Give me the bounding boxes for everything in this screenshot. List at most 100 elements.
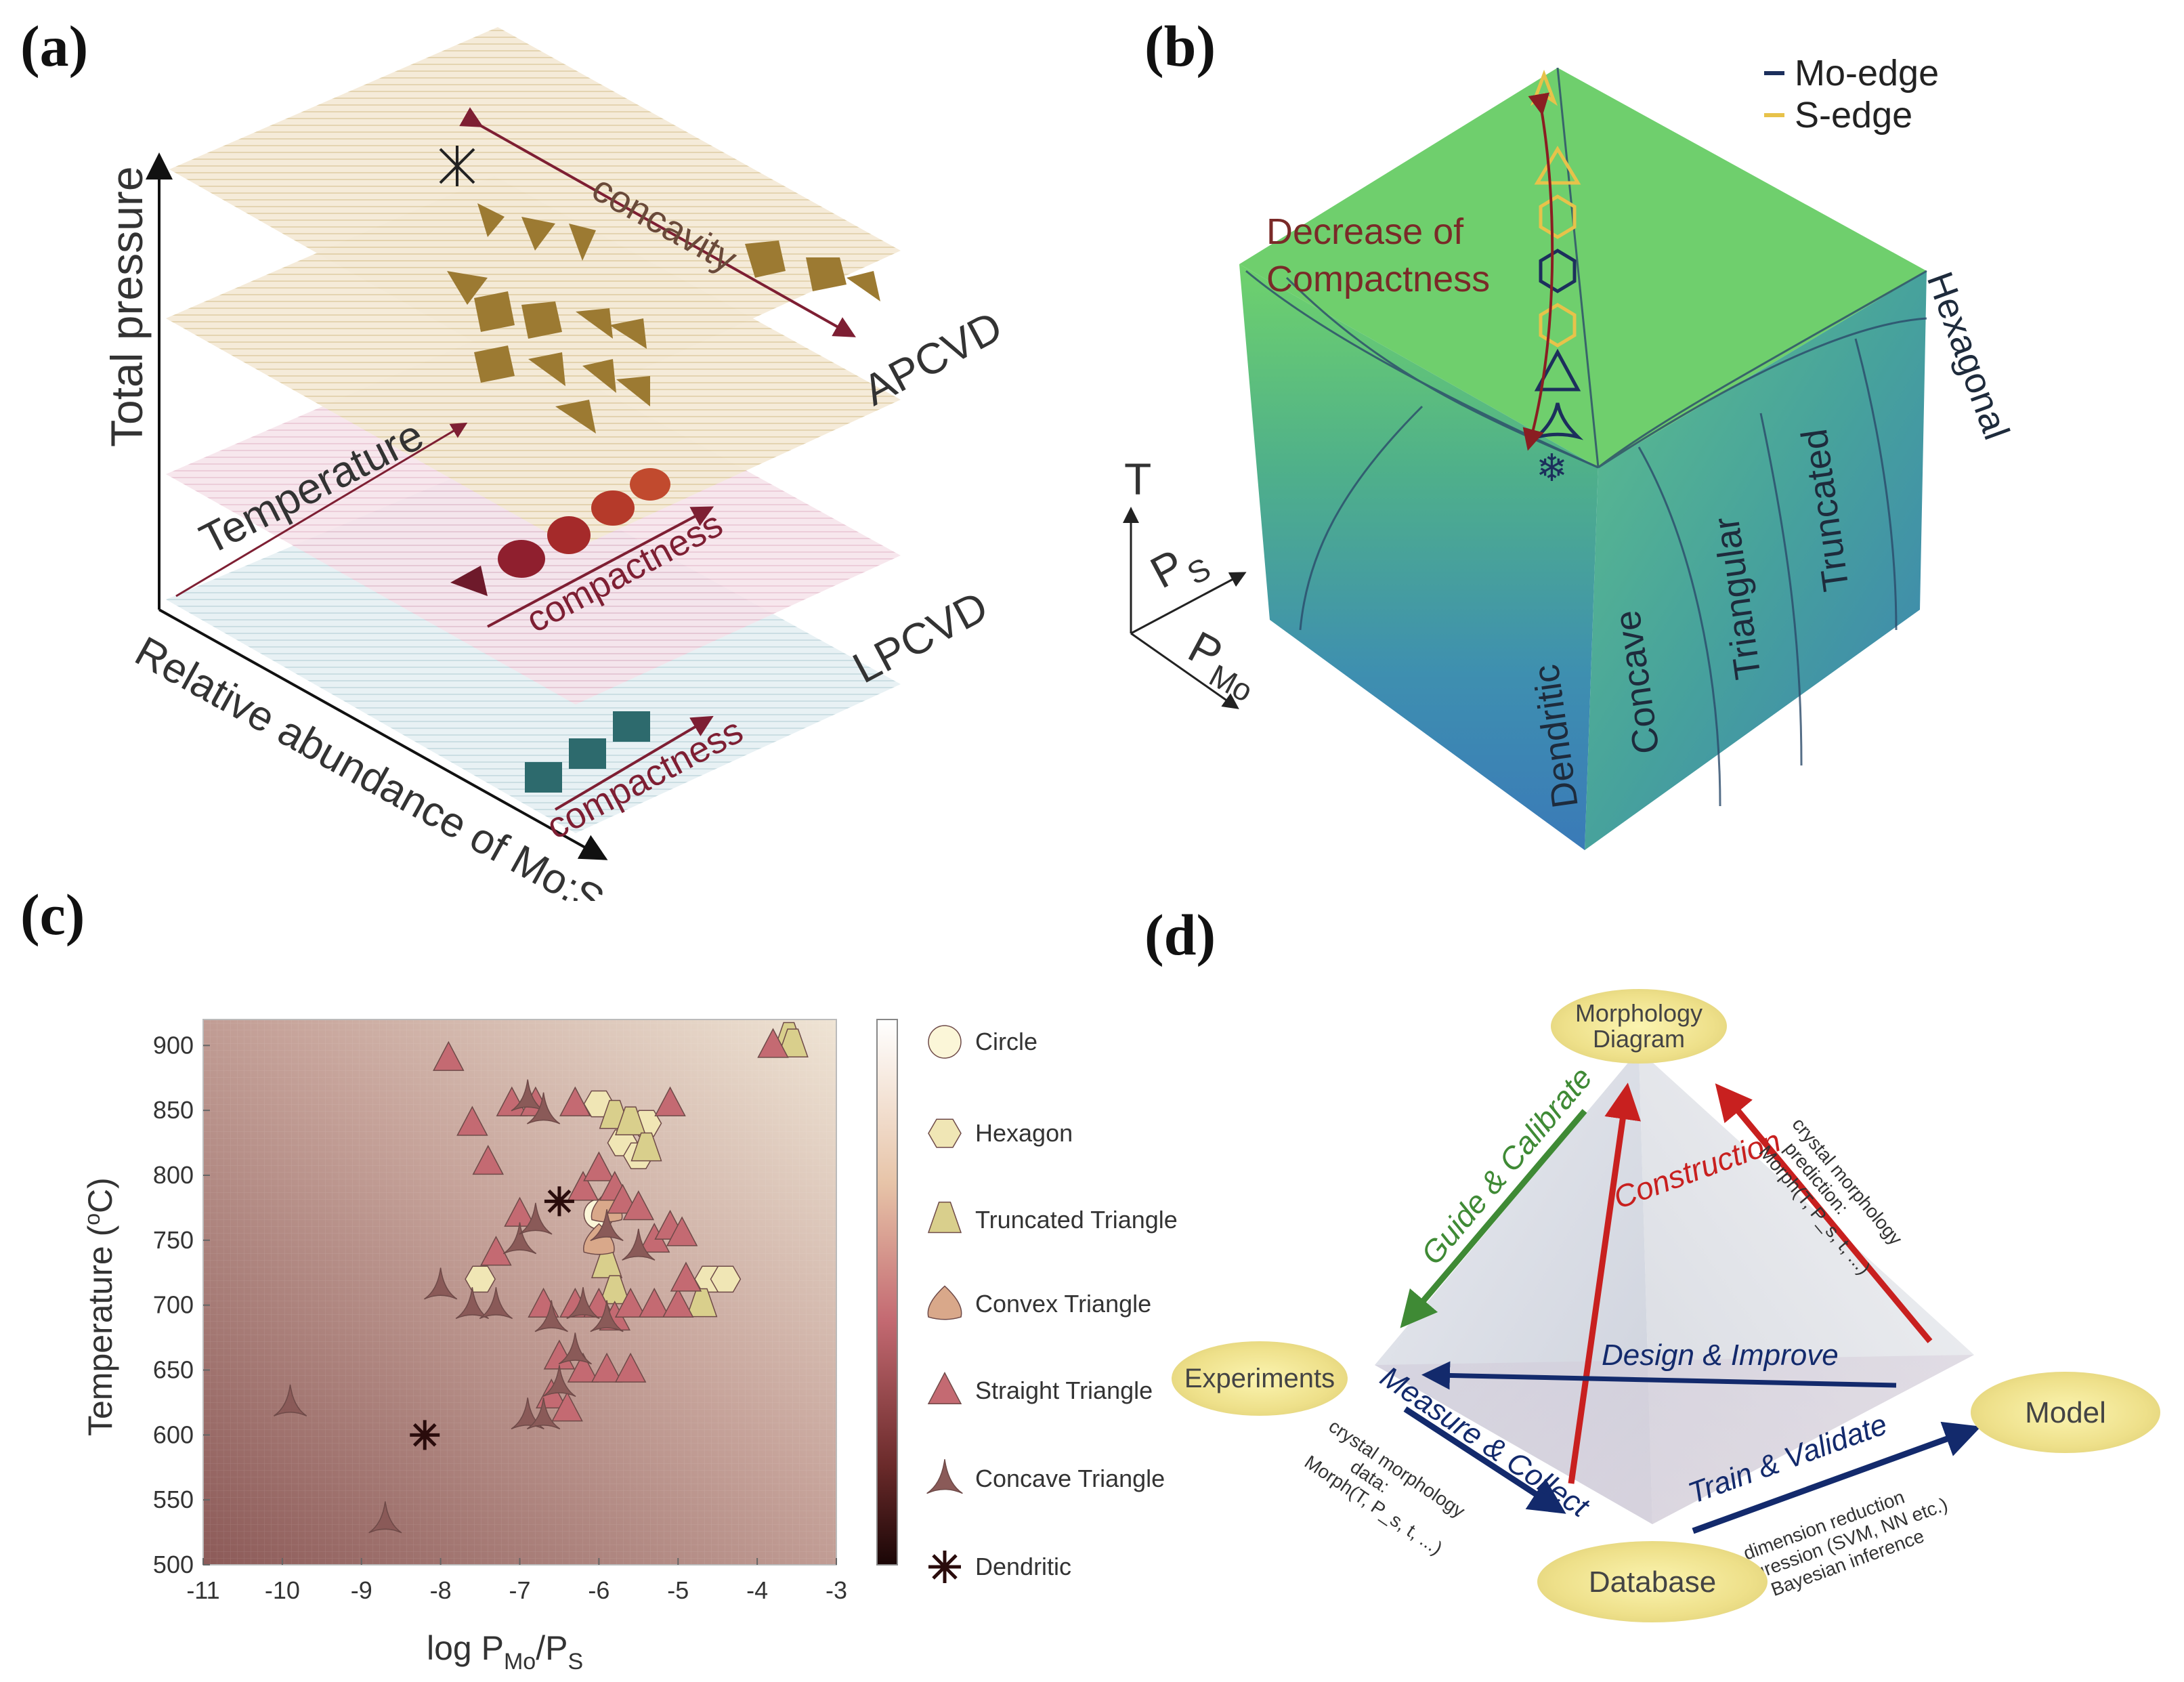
- measure-collect-arrow: [1403, 1406, 1566, 1514]
- data-point-concave-triangle: [534, 1300, 568, 1332]
- crystal-cluster-lpcvd: [525, 711, 650, 793]
- data-point-concave-triangle: [455, 1287, 489, 1320]
- design-improve-arrow: [1421, 1361, 1897, 1390]
- data-point-truncated-triangle: [686, 1288, 718, 1318]
- data-point-triangle: [433, 1040, 465, 1071]
- node-experiments: Experiments: [1172, 1341, 1348, 1416]
- x-tick-label: -5: [667, 1576, 689, 1604]
- x-tick-group: -11-10-9-8-7-6-5-4-3: [186, 1558, 847, 1604]
- x-tick-label: -3: [826, 1576, 847, 1604]
- data-point-triangle: [614, 1287, 647, 1318]
- legend-label: Convex Triangle: [975, 1290, 1151, 1318]
- x-axis-label: log PMo/PS: [427, 1629, 583, 1675]
- data-point-triangle: [559, 1086, 591, 1116]
- data-point-triangle: [666, 1216, 698, 1246]
- panel-label-b: (b): [1144, 14, 1216, 79]
- train-validate-arrow: [1692, 1421, 1982, 1534]
- compactness-low-arrow: [554, 715, 714, 811]
- cube-left-face: [1239, 264, 1598, 850]
- data-point-dendritic: [410, 1420, 440, 1450]
- x-tick-label: -10: [265, 1576, 300, 1604]
- data-point-concave-triangle: [519, 1202, 553, 1235]
- legend-b: Mo-edge S-edge: [1764, 53, 1939, 135]
- axis-t-label: T: [1124, 454, 1151, 504]
- x-tick-label: -7: [509, 1576, 530, 1604]
- panel-b-diagram: Mo-edge S-edge ❄ Decrease of Compactness…: [1123, 53, 2017, 850]
- panel-label-c: (c): [20, 882, 85, 947]
- legend-label: Truncated Triangle: [975, 1206, 1178, 1234]
- data-point-concave-triangle: [558, 1332, 592, 1365]
- cube-top-face: [1239, 68, 1927, 467]
- panel-c-chart: -11-10-9-8-7-6-5-4-3 5005506006507007508…: [80, 1019, 1178, 1675]
- axis-ps-label: P: [1142, 539, 1193, 597]
- data-point-triangle: [480, 1236, 512, 1266]
- data-point-triangle: [456, 1106, 488, 1136]
- compactness-mid-arrow: [487, 506, 714, 628]
- axis-pmo-line: [1130, 632, 1239, 709]
- concavity-arrow: [459, 107, 856, 337]
- data-point-triangle: [591, 1352, 623, 1383]
- construction-arrow: [1568, 1082, 1641, 1484]
- design-improve-label: Design & Improve: [1602, 1339, 1839, 1372]
- annotation-line-1: Decrease of: [1266, 211, 1464, 252]
- annotation-line-2: Compactness: [1266, 259, 1490, 299]
- legend-label: Concave Triangle: [975, 1465, 1165, 1492]
- data-point-hexagon: [465, 1265, 496, 1293]
- node-top-line-1: Morphology: [1575, 999, 1703, 1027]
- plot-area-grid: [202, 1019, 837, 1565]
- data-point-concave-triangle: [622, 1228, 656, 1261]
- guide-calibrate-arrow: [1400, 1109, 1587, 1328]
- axis-horizontal-line: [158, 608, 608, 860]
- data-point-concave-triangle: [590, 1209, 624, 1242]
- legend-marker-dendritic-arm: [932, 1554, 958, 1580]
- legend-label: Hexagon: [975, 1119, 1073, 1147]
- y-tick-label: 550: [153, 1486, 194, 1513]
- data-point-triangle: [607, 1183, 639, 1214]
- axis-ps-line: [1130, 572, 1247, 635]
- x-tick-label: -6: [588, 1576, 609, 1604]
- construction-right-arrow: [1715, 1083, 1933, 1343]
- marker-group: [273, 1022, 809, 1534]
- data-point-concave-triangle: [511, 1079, 544, 1112]
- data-point-triangle: [567, 1352, 599, 1383]
- node-database: Database: [1537, 1541, 1768, 1622]
- data-point-concave-triangle: [479, 1287, 513, 1320]
- node-morphology-diagram: Morphology Diagram: [1551, 989, 1727, 1064]
- data-point-triangle: [567, 1171, 599, 1201]
- compactness-arrow: [1522, 92, 1554, 451]
- legend-marker-hexagon: [928, 1118, 962, 1148]
- plane-upper-label: APCVD: [855, 301, 1010, 415]
- x-tick-label: -4: [746, 1576, 768, 1604]
- node-top-line-2: Diagram: [1593, 1025, 1685, 1053]
- data-point-dendritic-arm: [412, 1423, 437, 1447]
- legend-label: Straight Triangle: [975, 1376, 1153, 1404]
- y-tick-label: 750: [153, 1226, 194, 1254]
- y-tick-label: 600: [153, 1421, 194, 1448]
- data-point-triangle: [638, 1287, 670, 1318]
- data-point-concave-triangle: [526, 1397, 561, 1430]
- data-point-triangle: [496, 1086, 528, 1116]
- svg-text:log PMo/PS: log PMo/PS: [427, 1629, 583, 1675]
- panel-d-diagram: Guide & Calibrate Construction Design & …: [1172, 989, 2160, 1622]
- data-point-dendritic: [544, 1186, 574, 1217]
- legend-label: Circle: [975, 1028, 1037, 1055]
- data-point-triangle: [622, 1190, 655, 1221]
- data-point-dendritic-arm: [547, 1190, 572, 1213]
- data-point-hexagon: [710, 1265, 742, 1293]
- crystal-cluster-mid: [450, 468, 670, 596]
- legend-mo-edge: Mo-edge: [1795, 53, 1939, 93]
- node-model-label: Model: [2025, 1396, 2106, 1429]
- axis-vertical-label: Total pressure: [102, 166, 152, 447]
- legend-s-edge: S-edge: [1795, 95, 1912, 135]
- data-point-triangle: [757, 1028, 789, 1058]
- panel-label-a: (a): [20, 14, 89, 79]
- data-point-triangle: [614, 1352, 647, 1383]
- x-tick-label: -11: [186, 1576, 219, 1604]
- data-point-triangle: [662, 1287, 694, 1318]
- axis-depth-line: [175, 422, 468, 597]
- y-tick-label: 850: [153, 1096, 194, 1124]
- region-hexagonal: Hexagonal: [1919, 267, 2017, 445]
- legend-marker-concave-triangle: [926, 1459, 963, 1494]
- panel-a-diagram: Total pressure Temperature Relative abun…: [102, 27, 1010, 901]
